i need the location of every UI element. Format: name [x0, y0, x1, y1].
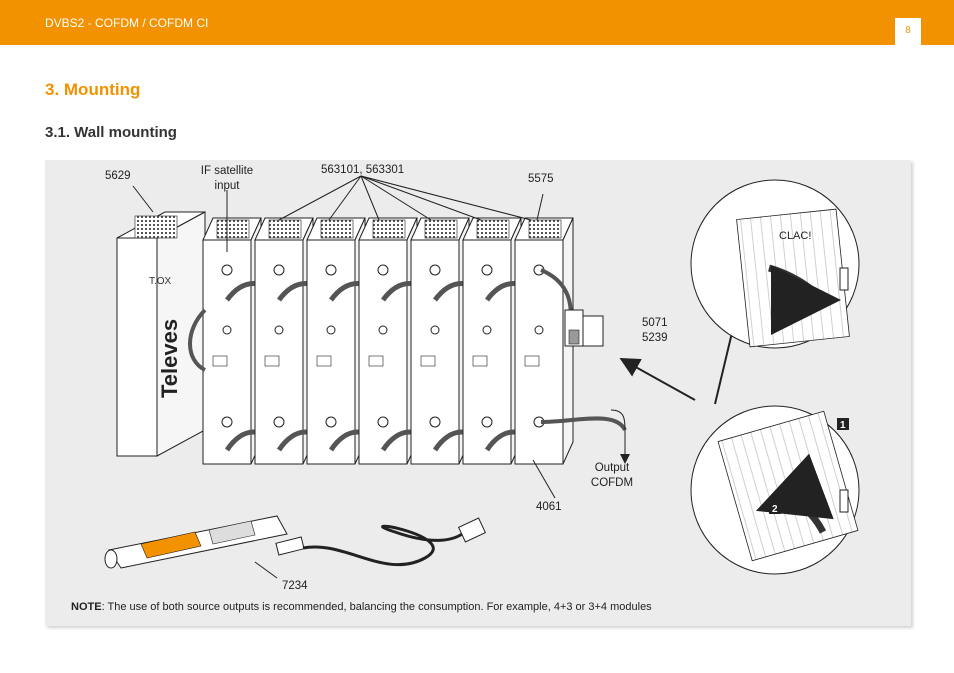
document-title: DVBS2 - COFDM / COFDM CI	[45, 16, 209, 30]
module-unit	[358, 217, 418, 465]
label-7234: 7234	[282, 580, 308, 592]
label-4061: 4061	[536, 501, 562, 513]
module-unit	[306, 217, 366, 465]
wall-mounting-figure: T.OX Televes	[45, 160, 911, 626]
label-if-satellite-line1: IF satellite	[200, 165, 254, 177]
label-5629: 5629	[105, 170, 131, 182]
page-number: 8	[905, 25, 911, 36]
module-unit	[202, 217, 262, 465]
step-1-badge	[837, 418, 849, 430]
step-1-text: 1	[840, 420, 846, 431]
label-5575: 5575	[528, 173, 554, 185]
note-text: : The use of both source outputs is reco…	[101, 601, 652, 613]
module-unit	[254, 217, 314, 465]
label-5239: 5239	[642, 332, 668, 344]
zoom-arrows	[619, 319, 736, 405]
note: NOTE: The use of both source outputs is …	[71, 601, 652, 613]
power-supply-5629: T.OX Televes	[116, 211, 206, 457]
header-bar: DVBS2 - COFDM / COFDM CI 8	[0, 0, 954, 45]
connector-5071-5239	[564, 309, 604, 347]
section-title: 3. Mounting	[45, 80, 141, 99]
page-number-box: 8	[895, 18, 921, 45]
label-output-cofdm: Output COFDM	[587, 461, 637, 491]
label-5071: 5071	[642, 317, 668, 329]
zoom-circle-clac	[690, 179, 860, 349]
callout-lines	[132, 175, 630, 579]
logo-text: T.OX	[149, 276, 172, 287]
label-if-satellite-line2: input	[214, 180, 240, 192]
subsection-title: 3.1. Wall mounting	[45, 124, 177, 141]
label-563101-563301: 563101, 563301	[321, 164, 405, 176]
coax-output-cofdm	[540, 416, 627, 432]
label-if-satellite: IF satellite input	[187, 164, 267, 194]
label-output-line2: COFDM	[590, 477, 634, 489]
label-5071-5239: 5071 5239	[642, 316, 668, 346]
module-unit	[410, 217, 470, 465]
mounting-illustration: T.OX Televes	[104, 175, 860, 579]
coax-input	[188, 308, 207, 372]
step-2-text: 2	[772, 504, 778, 515]
zoom-circle-steps: 1 2	[690, 405, 860, 575]
step-2-badge	[769, 502, 781, 514]
modules-group	[188, 217, 627, 465]
brand-text: Televes	[157, 319, 182, 398]
module-unit	[514, 217, 574, 465]
label-output-line1: Output	[594, 462, 630, 474]
module-unit	[462, 217, 522, 465]
label-clac: CLAC!	[779, 230, 812, 242]
handheld-programmer-7234	[104, 515, 487, 569]
note-label: NOTE	[71, 601, 102, 613]
